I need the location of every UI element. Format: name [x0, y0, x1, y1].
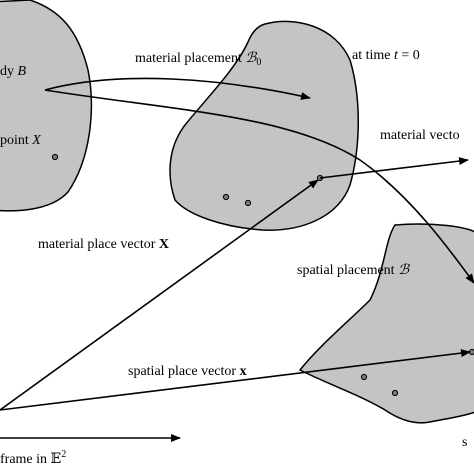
material-point-a — [222, 193, 230, 201]
spatial-point-b — [391, 389, 399, 397]
point-label: point X — [0, 133, 41, 148]
material-place-vector-arrow — [0, 179, 319, 411]
spatial-place-vector-label: spatial place vector x — [128, 364, 247, 379]
body-point — [51, 153, 59, 161]
spatial-placement-region — [298, 223, 474, 424]
spatial-origin-point — [468, 348, 474, 356]
spatial-place-vector-arrow — [0, 349, 471, 411]
material-vector-label: material vecto — [380, 128, 460, 143]
motion-arrow — [44, 89, 474, 284]
body-region — [0, 0, 93, 212]
material-vector-arrow — [319, 157, 469, 179]
time-label: at time t = 0 — [352, 48, 420, 63]
bottom-right-fragment-label: s — [462, 435, 467, 450]
material-point-b — [244, 199, 252, 207]
frame-label: frame in 𝔼2 — [0, 449, 66, 467]
material-placement-label: material placement ℬ0 — [135, 51, 261, 68]
material-placement-arrow — [44, 77, 311, 100]
material-placement-region — [169, 20, 359, 231]
body-label: dy B — [0, 64, 27, 79]
material-place-vector-label: material place vector X — [38, 237, 169, 252]
spatial-point-a — [360, 373, 368, 381]
spatial-placement-label: spatial placement ℬ — [297, 263, 410, 278]
